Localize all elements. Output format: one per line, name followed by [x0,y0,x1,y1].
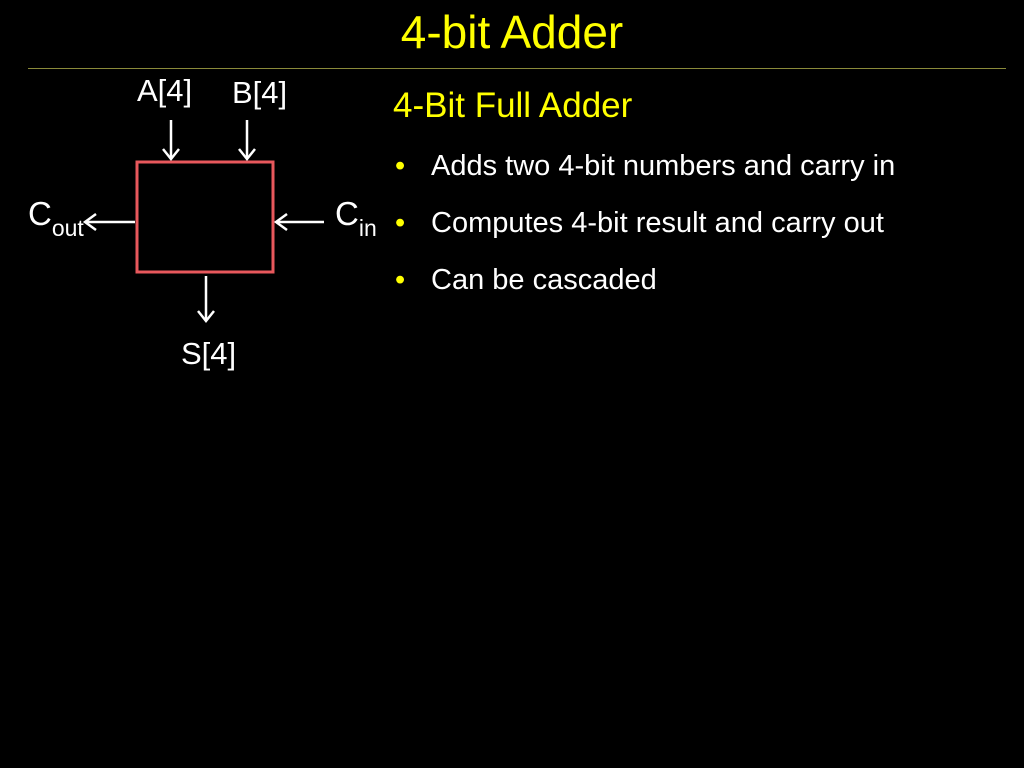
bullet-dot-icon: • [395,264,406,296]
carry-in-label-main: C [335,195,359,232]
bullet-item: • Adds two 4-bit numbers and carry in [393,146,895,203]
carry-in-label-sub: in [359,215,377,241]
input-a-arrow [162,120,180,162]
carry-out-arrow [82,212,135,232]
bullet-text: Computes 4-bit result and carry out [431,207,884,239]
sum-output-label: S[4] [181,336,236,371]
carry-out-label-sub: out [52,215,85,241]
carry-out-label: Cout [28,195,84,241]
carry-out-label-main: C [28,195,52,232]
bullet-text: Can be cascaded [431,264,657,296]
adder-block [135,160,275,274]
bullet-dot-icon: • [395,207,406,239]
adder-diagram: A[4] B[4] Cout Cin S[4] [28,73,377,371]
bullet-dot-icon: • [395,150,406,182]
input-b-arrow [238,120,256,162]
carry-in-arrow [273,212,324,232]
bullet-list: • Adds two 4-bit numbers and carry in • … [393,146,895,317]
bullet-item: • Can be cascaded [393,260,895,317]
bullet-text: Adds two 4-bit numbers and carry in [431,150,896,182]
sum-output-arrow [197,276,215,324]
input-b-label: B[4] [232,75,287,110]
bullet-item: • Computes 4-bit result and carry out [393,203,895,260]
title-divider [28,68,1006,69]
slide-title: 4-bit Adder [400,6,624,58]
content-heading: 4-Bit Full Adder [393,86,633,125]
input-a-label: A[4] [137,73,192,108]
carry-in-label: Cin [335,195,377,241]
